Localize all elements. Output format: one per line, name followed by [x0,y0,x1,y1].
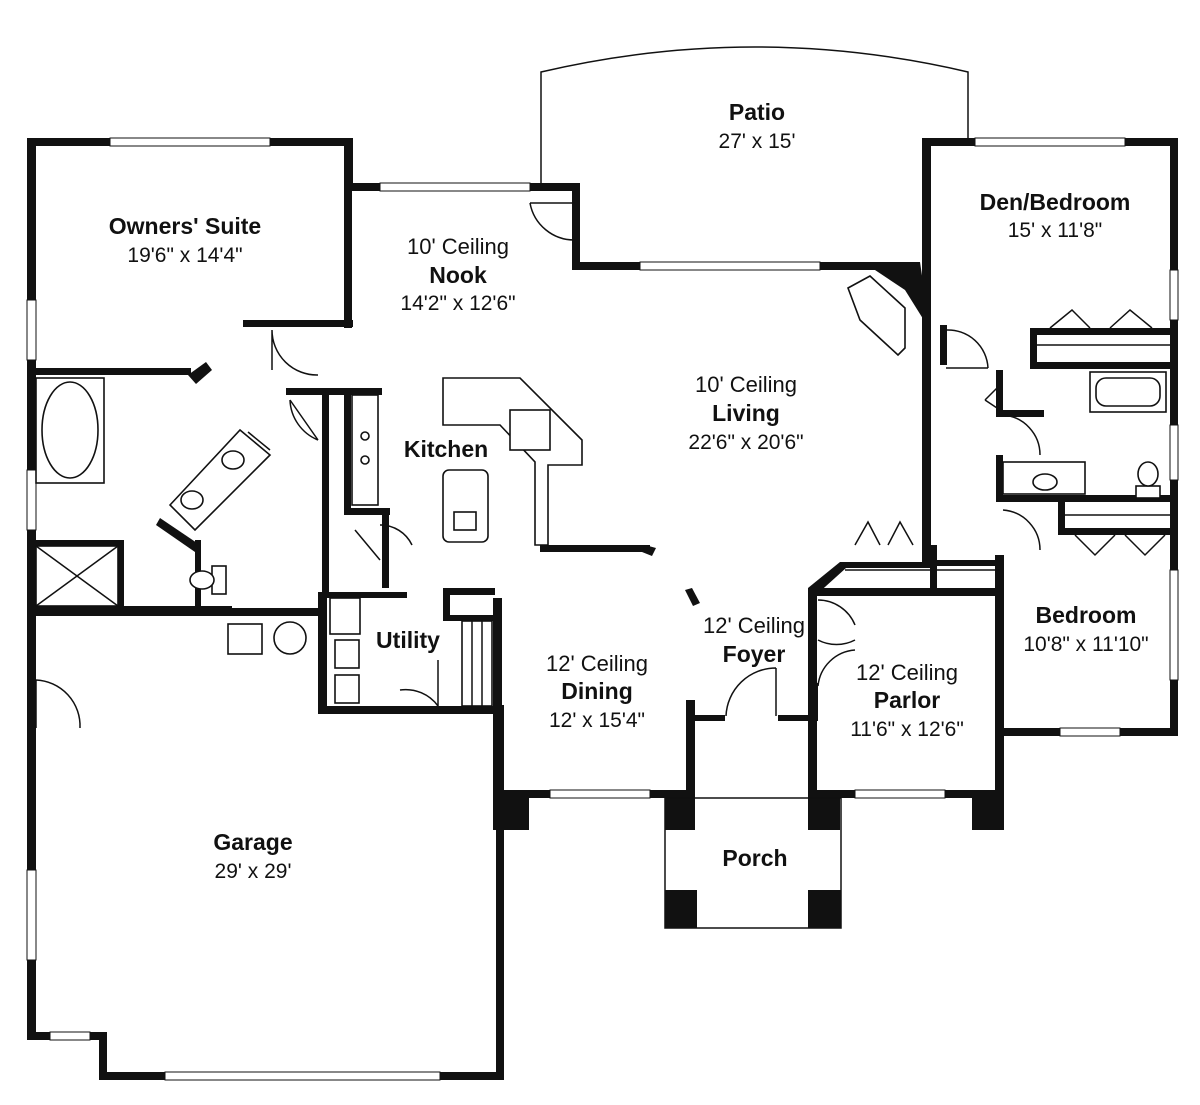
range [351,394,379,506]
foyer-name: Foyer [723,641,786,667]
fixtures [35,275,1170,707]
washer [334,639,360,669]
water-heater [227,623,263,655]
kitchen-name: Kitchen [404,436,488,462]
porch-name: Porch [722,845,787,871]
porch [664,797,842,929]
parlor-ceiling: 12' Ceiling [856,660,958,685]
owners-suite-name: Owners' Suite [109,213,261,239]
bedroom-name: Bedroom [1036,602,1137,628]
parlor-name: Parlor [874,687,941,713]
patio-outline [540,46,969,188]
dryer [334,674,360,704]
vanity [168,428,272,532]
kitchen-island [442,469,489,543]
living-name: Living [712,400,780,426]
garage-name: Garage [213,829,292,855]
interior-walls [36,188,1170,721]
dining-size: 12' x 15'4" [549,709,645,732]
dining-name: Dining [561,678,633,704]
windows [26,137,1179,1081]
bedroom-size: 10'8" x 11'10" [1023,633,1148,656]
den-name: Den/Bedroom [980,189,1131,215]
den-size: 15' x 11'8" [1008,219,1102,242]
nook-name: Nook [429,262,487,288]
patio-size: 27' x 15' [719,130,796,153]
nook-size: 14'2" x 12'6" [400,292,515,315]
parlor-size: 11'6" x 12'6" [850,718,964,741]
foyer-ceiling: 12' Ceiling [703,613,805,638]
owners-suite-size: 19'6" x 14'4" [127,244,242,267]
nook-ceiling: 10' Ceiling [407,234,509,259]
dining-ceiling: 12' Ceiling [546,651,648,676]
doors [35,202,1166,729]
room-labels: Patio 27' x 15' Owners' Suite 19'6" x 14… [109,99,1149,883]
living-ceiling: 10' Ceiling [695,372,797,397]
patio-name: Patio [729,99,785,125]
garage-size: 29' x 29' [215,860,292,883]
fireplace [847,275,906,357]
utility-name: Utility [376,627,440,653]
living-size: 22'6" x 20'6" [688,431,803,454]
stairs [461,620,493,707]
